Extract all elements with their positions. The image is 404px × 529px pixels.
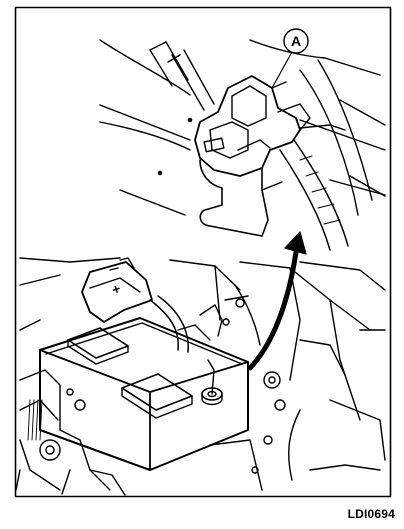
detail-arrow bbox=[247, 231, 307, 371]
figure-border bbox=[14, 6, 392, 498]
figure-id: LDI0694 bbox=[347, 507, 395, 521]
overview-view bbox=[15, 257, 386, 496]
callout-circle bbox=[283, 28, 309, 54]
detail-view bbox=[99, 28, 386, 251]
callout-label-a: A bbox=[290, 33, 302, 49]
